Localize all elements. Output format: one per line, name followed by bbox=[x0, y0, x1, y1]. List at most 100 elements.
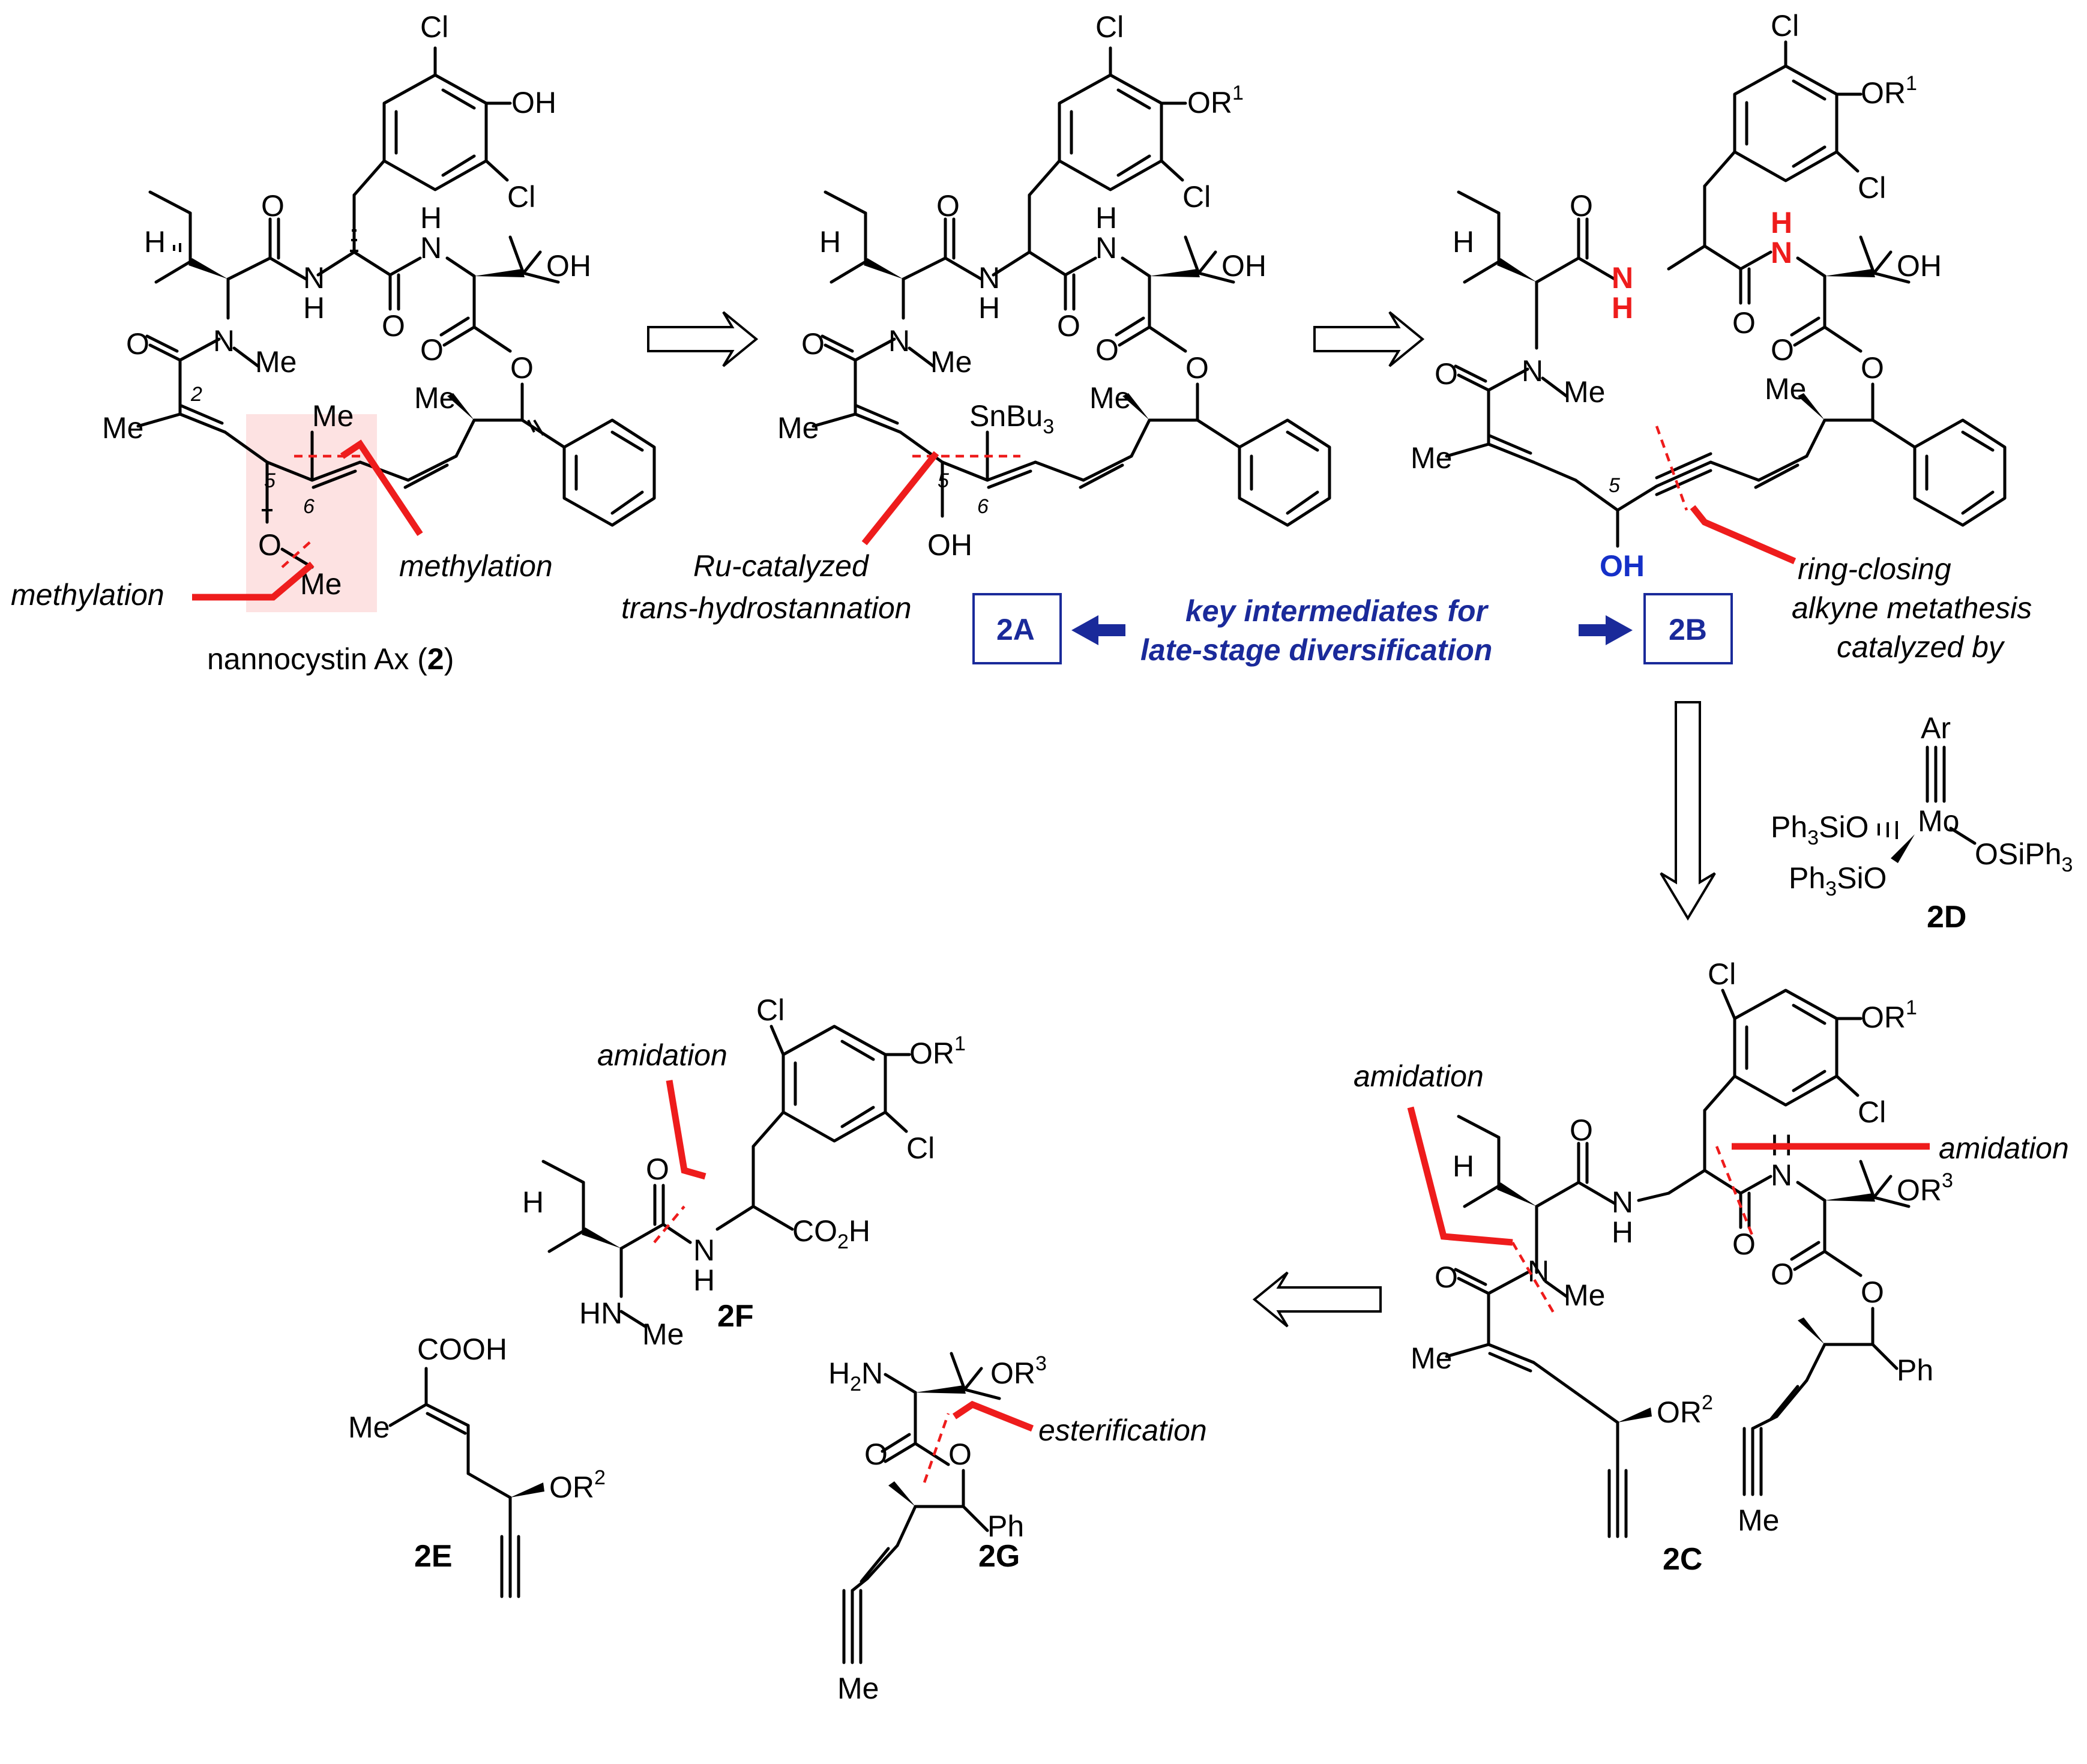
svg-text:H: H bbox=[420, 201, 442, 235]
svg-text:O: O bbox=[1570, 1113, 1593, 1147]
svg-text:N: N bbox=[1612, 1185, 1633, 1219]
fragment-2G-structure: H2N OR3 O O Ph Me esterification 2G bbox=[828, 1352, 1207, 1705]
svg-text:Cl: Cl bbox=[1858, 171, 1886, 205]
2A-disconnection-line1: Ru-catalyzed bbox=[693, 549, 870, 583]
svg-text:Cl: Cl bbox=[1708, 957, 1736, 991]
svg-text:H: H bbox=[1612, 1215, 1633, 1249]
locant-2B-c5: 5 bbox=[1609, 474, 1620, 497]
compound-2-name-prefix: nannocystin Ax ( bbox=[207, 642, 427, 676]
svg-text:O: O bbox=[1095, 333, 1119, 367]
svg-text:O: O bbox=[1861, 351, 1884, 385]
label-box-2A bbox=[972, 593, 1062, 664]
label-2F: 2F bbox=[717, 1299, 754, 1334]
svg-text:HN: HN bbox=[579, 1296, 622, 1330]
svg-text:OH: OH bbox=[546, 249, 591, 283]
svg-text:Me: Me bbox=[348, 1410, 390, 1444]
arrow-to-2B bbox=[1579, 615, 1633, 645]
locant-2A-c6: 6 bbox=[977, 495, 989, 518]
label-2D: 2D bbox=[1927, 900, 1966, 935]
label-2G: 2G bbox=[978, 1539, 1020, 1574]
svg-text:Cl: Cl bbox=[1095, 10, 1124, 44]
svg-text:OR1: OR1 bbox=[1861, 72, 1917, 110]
svg-text:OR1: OR1 bbox=[1187, 82, 1244, 119]
svg-text:O: O bbox=[126, 327, 149, 361]
2G-esterification: esterification bbox=[1038, 1413, 1207, 1447]
locant-c6: 6 bbox=[303, 495, 315, 518]
svg-text:N: N bbox=[693, 1233, 715, 1267]
svg-text:N: N bbox=[1771, 1158, 1792, 1192]
svg-text:Me: Me bbox=[300, 567, 342, 601]
svg-text:N: N bbox=[1771, 236, 1792, 269]
compound-2-number: 2 bbox=[427, 642, 444, 676]
2C-amidation-left: amidation bbox=[1354, 1059, 1484, 1093]
key-note-line1: key intermediates for bbox=[1185, 594, 1489, 628]
svg-text:Me: Me bbox=[1564, 1278, 1605, 1312]
svg-text:N: N bbox=[888, 324, 910, 358]
svg-text:N: N bbox=[978, 261, 1000, 295]
fragment-2E-structure: COOH Me OR2 2E bbox=[348, 1332, 606, 1598]
svg-text:O: O bbox=[510, 351, 534, 385]
svg-text:Me: Me bbox=[312, 399, 354, 433]
svg-text:OH: OH bbox=[1897, 249, 1942, 283]
svg-text:O: O bbox=[1771, 1257, 1794, 1291]
locant-c5: 5 bbox=[264, 469, 276, 492]
svg-text:N: N bbox=[1522, 354, 1543, 388]
svg-text:O: O bbox=[258, 528, 282, 562]
svg-text:Me: Me bbox=[777, 411, 819, 445]
label-2A: 2A bbox=[996, 613, 1035, 646]
svg-text:O: O bbox=[261, 189, 285, 223]
catalyst-metal: Mo bbox=[1918, 804, 1959, 838]
2C-amidation-right: amidation bbox=[1939, 1131, 2069, 1165]
label-2E: 2E bbox=[414, 1539, 453, 1574]
label-2C: 2C bbox=[1663, 1542, 1702, 1577]
svg-text:Cl: Cl bbox=[507, 180, 535, 214]
label-box-2B bbox=[1643, 593, 1733, 664]
svg-text:H: H bbox=[1095, 201, 1117, 235]
retro-arrow-3 bbox=[1660, 701, 1716, 921]
svg-text:H: H bbox=[978, 291, 1000, 325]
svg-text:H: H bbox=[693, 1263, 715, 1297]
2A-disconnection-line2: trans-hydrostannation bbox=[621, 591, 912, 625]
svg-text:O: O bbox=[420, 333, 444, 367]
svg-text:Cl: Cl bbox=[756, 993, 785, 1027]
retro-arrow-2 bbox=[1313, 311, 1425, 367]
svg-text:N: N bbox=[213, 324, 235, 358]
methylation-label-left: methylation bbox=[11, 578, 164, 612]
svg-text:OH: OH bbox=[1600, 549, 1645, 583]
arrow-to-2A bbox=[1071, 615, 1125, 645]
svg-text:Me: Me bbox=[930, 345, 972, 379]
svg-text:Me: Me bbox=[837, 1672, 879, 1705]
svg-text:O: O bbox=[1435, 357, 1458, 391]
locant-c2: 2 bbox=[190, 383, 202, 406]
svg-text:OR1: OR1 bbox=[909, 1032, 966, 1070]
svg-text:N: N bbox=[420, 231, 442, 265]
2B-disconnection-line3: catalyzed by bbox=[1837, 630, 2005, 664]
svg-text:O: O bbox=[1185, 351, 1209, 385]
2B-disconnection-line2: alkyne metathesis bbox=[1792, 591, 2032, 625]
svg-text:Cl: Cl bbox=[1182, 180, 1211, 214]
svg-text:Ph3SiO: Ph3SiO bbox=[1771, 810, 1869, 849]
intermediate-2C-structure: Cl OR1 Cl O N H OR3 O O Ph Me bbox=[1354, 957, 2069, 1577]
svg-text:SnBu3: SnBu3 bbox=[969, 399, 1054, 438]
svg-text:N: N bbox=[1095, 231, 1117, 265]
svg-text:H: H bbox=[1453, 1149, 1474, 1183]
svg-text:OH: OH bbox=[511, 86, 556, 119]
2F-amidation: amidation bbox=[597, 1038, 727, 1072]
methylation-label-right: methylation bbox=[399, 549, 553, 583]
svg-text:Ph3SiO: Ph3SiO bbox=[1789, 861, 1887, 900]
svg-text:H: H bbox=[1612, 291, 1633, 325]
svg-text:OR2: OR2 bbox=[549, 1466, 606, 1504]
svg-text:H: H bbox=[1771, 206, 1792, 239]
compound-2-structure: Cl OH Cl O N H OH O O bbox=[11, 10, 656, 676]
svg-text:Me: Me bbox=[255, 345, 297, 379]
key-note-line2: late-stage diversification bbox=[1140, 633, 1492, 667]
retro-arrow-4 bbox=[1252, 1271, 1382, 1328]
svg-text:Me: Me bbox=[1089, 381, 1131, 415]
svg-text:O: O bbox=[936, 189, 960, 223]
svg-text:O: O bbox=[646, 1152, 669, 1186]
fragment-2F-structure: Cl OR1 Cl CO2H N H O HN Me H amidation 2… bbox=[522, 993, 966, 1351]
svg-text:O: O bbox=[801, 327, 825, 361]
svg-text:O: O bbox=[382, 309, 405, 343]
svg-text:OH: OH bbox=[1221, 249, 1266, 283]
